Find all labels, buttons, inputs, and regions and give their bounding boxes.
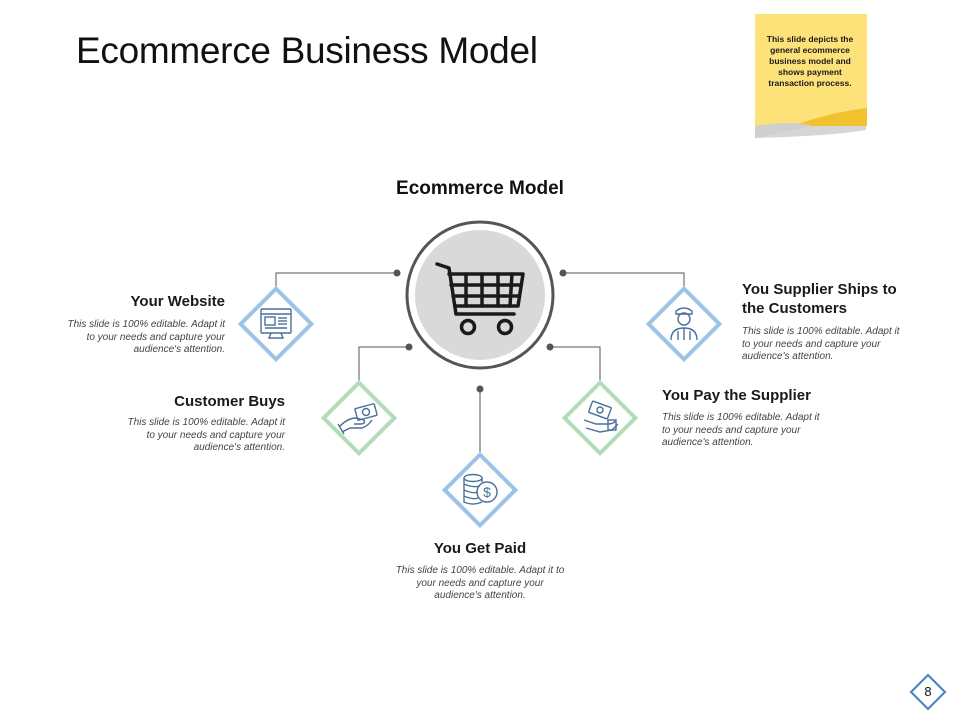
page-number: 8: [924, 684, 932, 699]
slide-title: Ecommerce Business Model: [76, 30, 538, 71]
connector-customer-buys: [358, 346, 409, 382]
step-title-you-get-paid: You Get Paid: [433, 540, 527, 557]
page-number-diamond: [909, 673, 947, 711]
step-desc-customer-buys: This slide is 100% editable. Adapt it to…: [127, 417, 286, 453]
connector-website: [275, 272, 397, 288]
page-number-badge: 8: [908, 672, 948, 712]
step-desc-supplier-ships: This slide is 100% editable. Adapt it to…: [742, 326, 900, 362]
pay-money-icon: [583, 400, 619, 433]
step-desc-your-website: This slide is 100% editable. Adapt it to…: [67, 319, 226, 355]
connector-lines: [275, 272, 685, 452]
diagram-title: Ecommerce Model: [396, 178, 564, 199]
step-desc-you-pay-supplier: This slide is 100% editable. Adapt it to…: [662, 412, 820, 448]
connector-pay-supplier: [550, 346, 601, 382]
center-hub: [405, 220, 555, 370]
delivery-person-icon: [670, 307, 698, 341]
coins-icon: [463, 473, 498, 505]
sticky-note: This slide depicts the general ecommerce…: [752, 12, 870, 142]
sticky-note-text: This slide depicts the general ecommerce…: [766, 34, 854, 88]
diamond-your-website: [237, 285, 315, 363]
hand-cash-icon: [337, 403, 378, 435]
dollar-sign-icon: $: [483, 484, 491, 500]
website-icon: [260, 308, 292, 339]
diamond-customer-buys: [320, 379, 398, 457]
step-title-your-website: Your Website: [130, 293, 225, 310]
connector-dots: [393, 269, 567, 393]
step-desc-you-get-paid: This slide is 100% editable. Adapt it to…: [395, 565, 565, 601]
diamond-you-pay-supplier: [561, 379, 639, 457]
diamond-supplier-ships: [645, 285, 723, 363]
step-title-supplier-ships: You Supplier Ships to the Customers: [742, 281, 897, 317]
step-title-you-pay-supplier: You Pay the Supplier: [662, 387, 811, 404]
diamond-you-get-paid: $: [441, 451, 519, 529]
connector-supplier-ships: [563, 272, 685, 288]
sticky-note-shape: [755, 14, 867, 138]
step-title-customer-buys: Customer Buys: [174, 393, 285, 410]
shopping-cart-icon: [435, 262, 525, 336]
